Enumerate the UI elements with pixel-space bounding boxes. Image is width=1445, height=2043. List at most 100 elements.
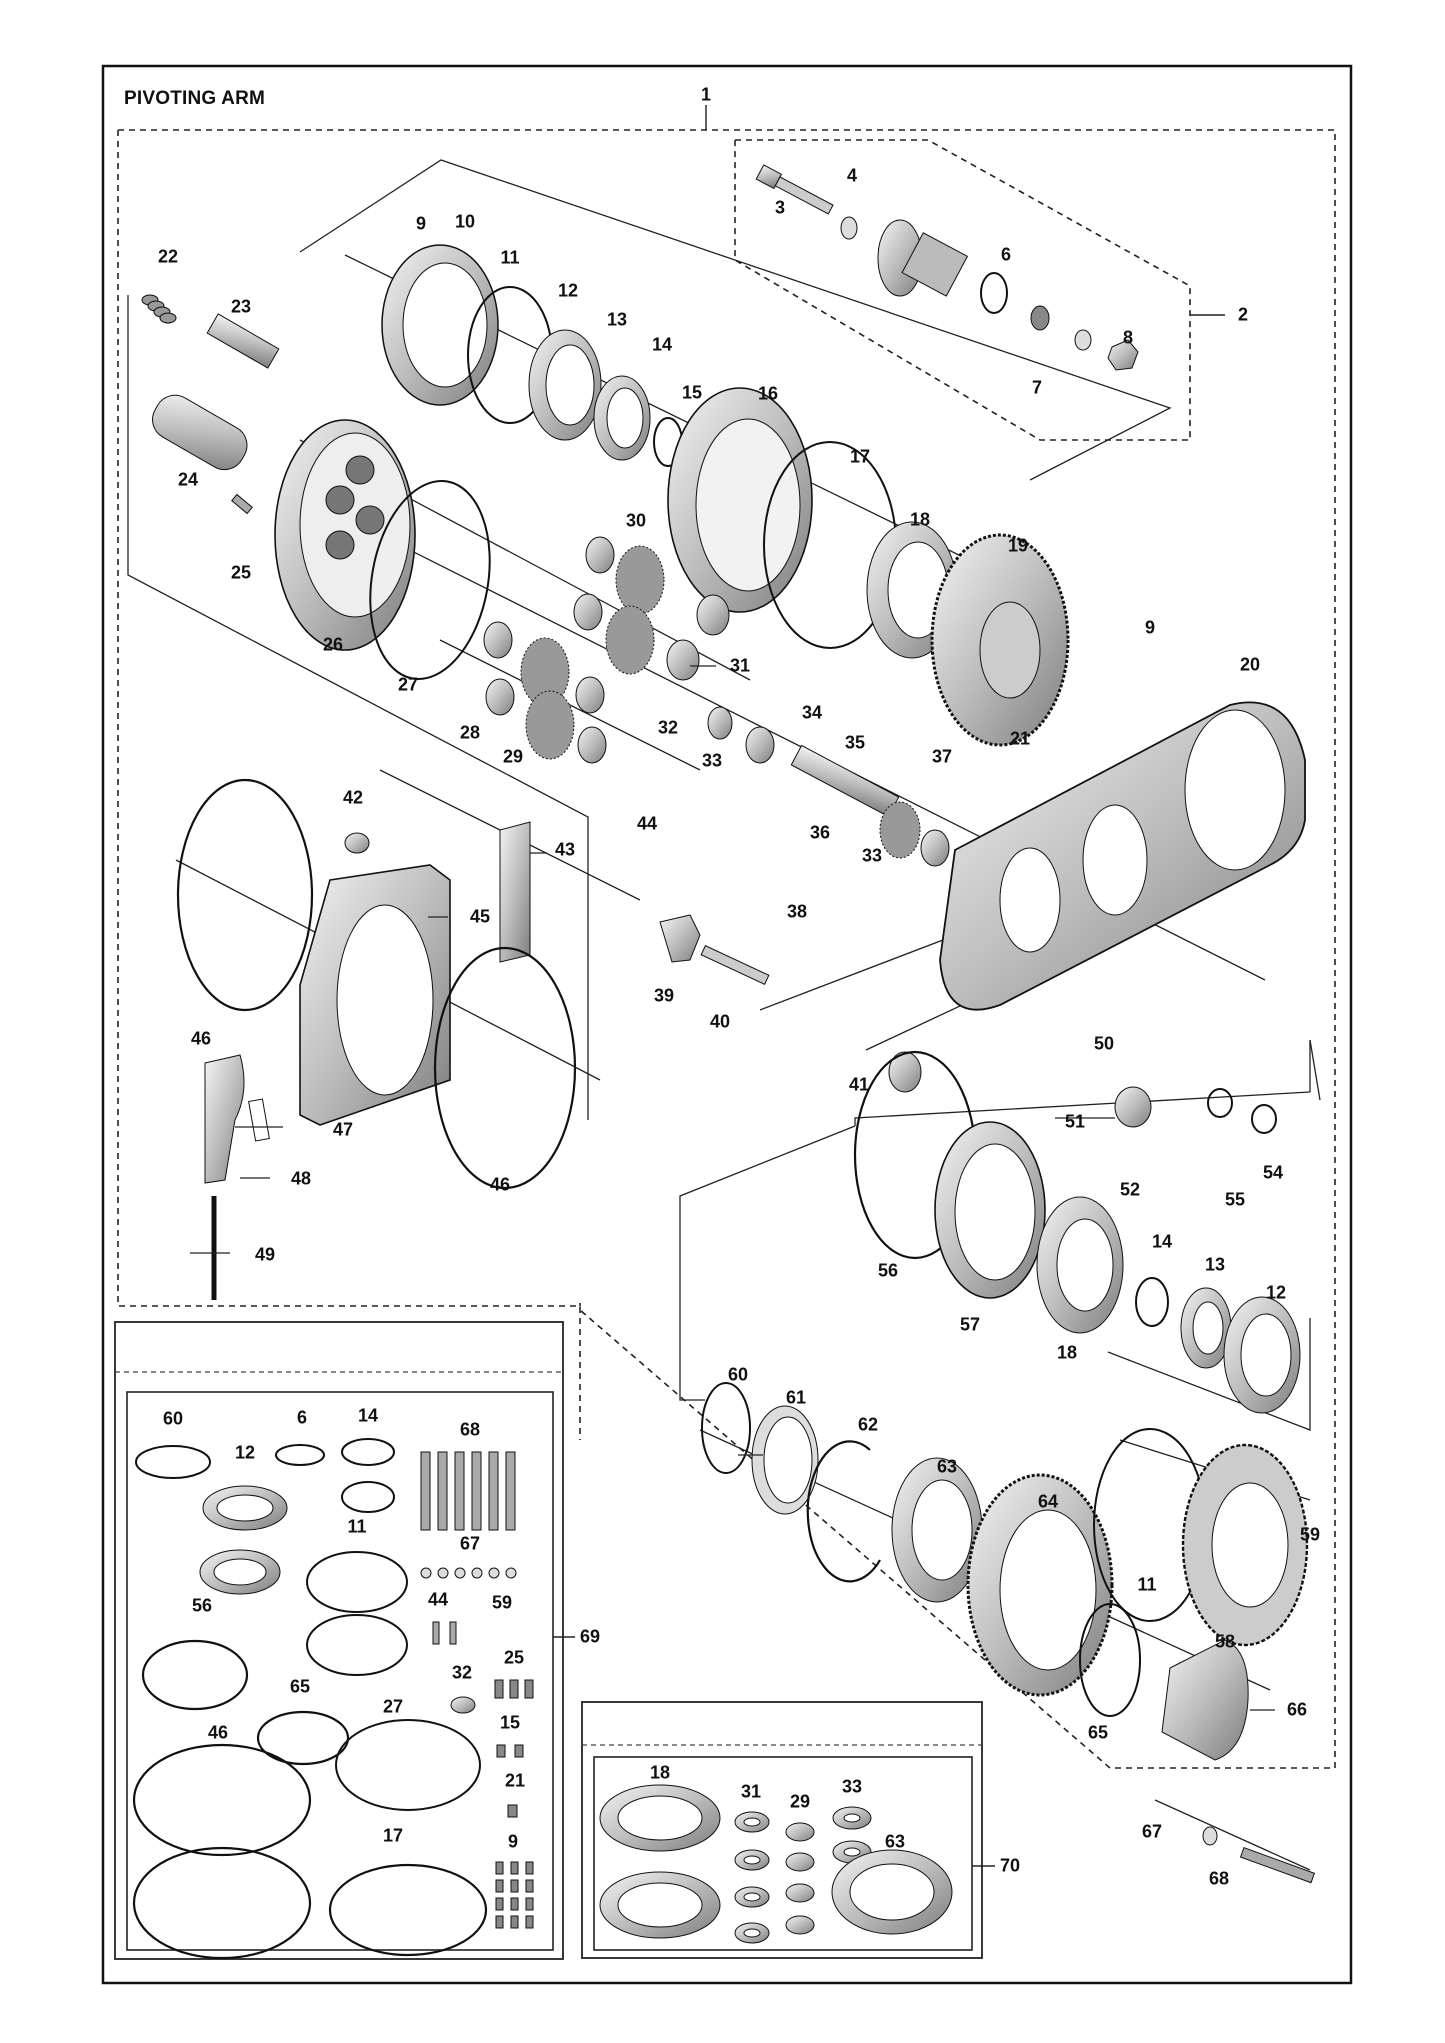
callout-14: 14 (651, 334, 673, 355)
callout-19: 19 (1007, 535, 1029, 556)
gasket-27 (369, 480, 491, 680)
housing-26 (274, 419, 416, 651)
callout-6: 6 (1000, 244, 1012, 265)
callout-33b: 33 (861, 845, 883, 866)
callout-20: 20 (1239, 654, 1261, 675)
kit-callout-27: 27 (382, 1696, 404, 1717)
callout-1: 1 (700, 84, 712, 105)
diagram-title: PIVOTING ARM (124, 88, 266, 109)
kit-callout-12: 12 (234, 1442, 256, 1463)
kit-callout-60: 60 (162, 1408, 184, 1429)
callout-65: 65 (1087, 1722, 1109, 1743)
callout-12: 12 (557, 280, 579, 301)
callout-26: 26 (322, 634, 344, 655)
callout-59: 59 (1299, 1524, 1321, 1545)
callout-3: 3 (774, 197, 786, 218)
washer-7b (1074, 329, 1092, 351)
callout-7: 7 (1031, 377, 1043, 398)
callout-15: 15 (681, 382, 703, 403)
assembly-1-outline (118, 129, 1336, 1769)
o-ring-46a (176, 778, 314, 1012)
kit-callout-25: 25 (503, 1647, 525, 1668)
washer-4 (840, 216, 858, 240)
callout-41: 41 (848, 1074, 870, 1095)
callout-10: 10 (454, 211, 476, 232)
callout-47: 47 (332, 1119, 354, 1140)
callout-46a: 46 (190, 1028, 212, 1049)
kit70-callout-70: 70 (999, 1855, 1021, 1876)
callout-9b: 9 (1144, 617, 1156, 638)
o-ring-6 (980, 272, 1008, 314)
callout-42: 42 (342, 787, 364, 808)
callout-17: 17 (849, 446, 871, 467)
pin-40 (700, 945, 770, 985)
kit-70-inner (593, 1756, 973, 1951)
lever-39 (659, 914, 701, 963)
kit-callout-15: 15 (499, 1712, 521, 1733)
kit-callout-11: 11 (347, 1516, 367, 1537)
callout-50: 50 (1093, 1033, 1115, 1054)
callout-40: 40 (709, 1011, 731, 1032)
callout-27: 27 (397, 674, 419, 695)
callout-44: 44 (636, 813, 658, 834)
o-ring-60 (701, 1382, 751, 1474)
kit-callout-17: 17 (382, 1825, 404, 1846)
leader-lines (190, 665, 1275, 1711)
spring-22 (141, 294, 177, 324)
callout-56: 56 (877, 1260, 899, 1281)
kit70-callout-18: 18 (649, 1762, 671, 1783)
callout-35: 35 (844, 732, 866, 753)
kit70-callout-33: 33 (841, 1776, 863, 1797)
kit70-callout-63: 63 (884, 1831, 906, 1852)
pad-47 (248, 1098, 270, 1142)
callout-60: 60 (727, 1364, 749, 1385)
callout-25: 25 (230, 562, 252, 583)
callout-24: 24 (177, 469, 199, 490)
callout-16: 16 (757, 383, 779, 404)
callout-54: 54 (1262, 1162, 1284, 1183)
kit-callout-9: 9 (507, 1831, 519, 1852)
kit70-callout-31: 31 (740, 1781, 762, 1802)
kit-69-inner (126, 1391, 554, 1951)
callout-45: 45 (469, 906, 491, 927)
callout-38: 38 (786, 901, 808, 922)
o-ring-55 (1207, 1088, 1233, 1118)
callout-55: 55 (1224, 1189, 1246, 1210)
callout-28: 28 (459, 722, 481, 743)
kit-callout-56: 56 (191, 1595, 213, 1616)
screw-25 (231, 493, 253, 515)
kit-69-box (114, 1321, 564, 1960)
kit-69-parts (132, 1438, 534, 1960)
callout-18b: 18 (1056, 1342, 1078, 1363)
kit-70-box (581, 1701, 983, 1959)
callout-64: 64 (1037, 1491, 1059, 1512)
o-ring-65 (1079, 1603, 1141, 1717)
kit-callout-67: 67 (459, 1533, 481, 1554)
kit-callout-59: 59 (491, 1592, 513, 1613)
assembly-2-outline (734, 139, 1191, 441)
callout-14b: 14 (1151, 1231, 1173, 1252)
callout-49: 49 (254, 1244, 276, 1265)
callout-46b: 46 (489, 1174, 511, 1195)
pin-23 (206, 313, 280, 369)
callout-13b: 13 (1204, 1254, 1226, 1275)
kit-callout-14: 14 (357, 1405, 379, 1426)
sleeve-24 (152, 394, 248, 471)
washer-67 (1202, 1826, 1218, 1846)
callout-29: 29 (502, 746, 524, 767)
bearing-33b (920, 829, 950, 867)
callout-39: 39 (653, 985, 675, 1006)
nut-8 (1107, 339, 1139, 371)
snap-ring-62 (806, 1440, 881, 1583)
callout-66: 66 (1286, 1699, 1308, 1720)
callout-33: 33 (701, 750, 723, 771)
kit-callout-6: 6 (296, 1407, 308, 1428)
outer-border (101, 64, 1353, 1985)
kit-callout-65: 65 (289, 1676, 311, 1697)
plate-43 (499, 821, 531, 963)
callout-11: 11 (500, 247, 520, 268)
callout-23: 23 (230, 296, 252, 317)
callout-30: 30 (625, 510, 647, 531)
